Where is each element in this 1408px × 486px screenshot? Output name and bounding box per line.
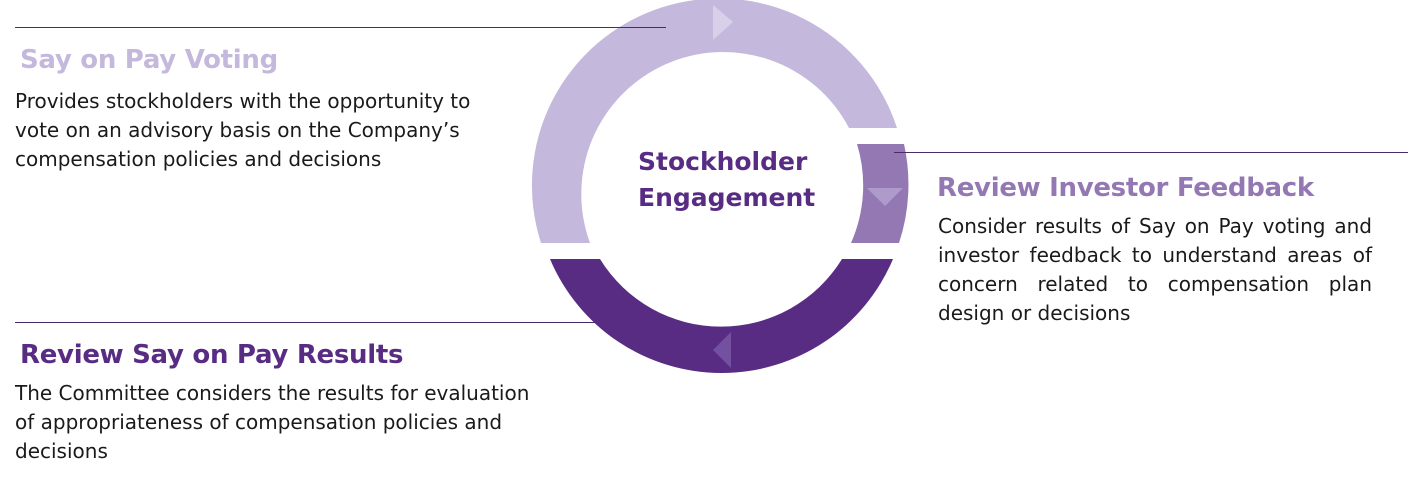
step-description: Provides stockholders with the opportuni… bbox=[15, 89, 471, 171]
segment-review-say-on-pay-results bbox=[550, 259, 893, 374]
center-label-line1: Stockholder bbox=[638, 147, 808, 176]
connector-line-review-investor-feedback bbox=[894, 152, 1408, 153]
connector-line-review-say-on-pay-results bbox=[15, 322, 595, 323]
connector-line-say-on-pay-voting bbox=[15, 27, 666, 28]
arrow-right-icon bbox=[713, 5, 733, 40]
center-label-line2: Engagement bbox=[638, 183, 816, 212]
step-description: The Committee considers the results for … bbox=[15, 381, 530, 463]
step-title: Review Investor Feedback bbox=[937, 173, 1314, 203]
step-title: Review Say on Pay Results bbox=[20, 340, 404, 370]
arrow-down-icon bbox=[867, 188, 903, 206]
segment-say-on-pay-voting bbox=[531, 0, 897, 243]
arrow-left-icon bbox=[713, 332, 731, 368]
step-title: Say on Pay Voting bbox=[20, 45, 278, 75]
center-label: Stockholder Engagement bbox=[638, 144, 815, 216]
step-description: Consider results of Say on Pay voting an… bbox=[938, 214, 1372, 325]
